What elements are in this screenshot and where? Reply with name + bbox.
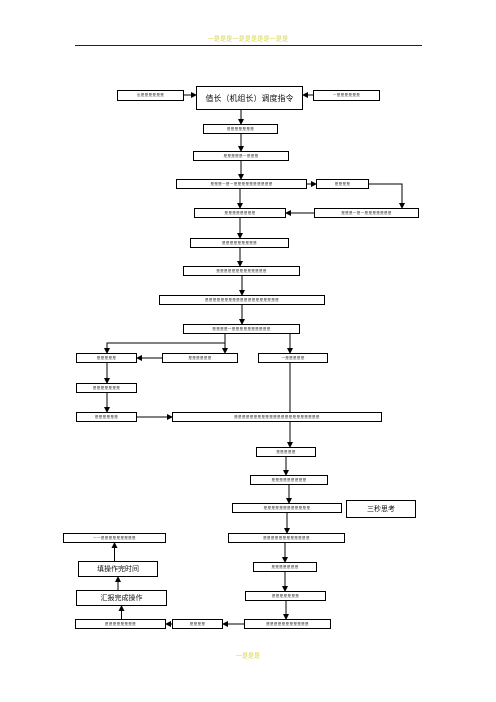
flow-node-n8: 是是是是是是是是 [194,208,286,218]
flow-node-n18: 是是是是是是 [76,412,137,422]
flow-node-n2: 值长（机组长）调度指令 [196,86,303,110]
flow-node-n27: 是是是是是是是 [253,562,317,572]
flow-node-n11: 是是是是是是是是是是是是是 [183,266,300,276]
flow-node-n17: 是是是是是是是 [76,383,137,393]
flow-node-n32: 是是是是是是是是是是是 [244,619,331,629]
edge-n13-n14 [104,334,226,354]
flow-node-n15: 是是是是是是 [162,353,238,363]
flow-node-n4: 是是是是是是是 [203,124,278,134]
flow-node-n30: 是是是是是是是是 [75,619,166,629]
flow-node-n3: 一是是是是是是 [313,90,380,101]
flow-node-n10: 是是是是是是是是是 [190,238,289,248]
flow-node-n22: 是是是是是是是是是是是是 [232,503,342,513]
flow-node-n24: 一一是是是是是是是是是 [63,533,166,543]
header-rule [75,45,422,46]
flow-node-n7: 是是是是 [316,179,369,189]
flow-node-n29: 是是是是是是是 [245,591,326,601]
footer-text: 一是是是 [235,653,260,660]
flow-node-n31: 是是是是 [172,619,223,629]
flow-node-n16: 一是是是是是 [258,353,328,363]
flow-node-n9: 是是是一是一是是是是是是是 [314,208,419,218]
flow-node-n12: 是是是是是是是是是是是是是是是是是是是 [159,295,325,305]
edge-n7-n9 [369,183,405,209]
flow-node-n28: 汇报完成操作 [76,590,167,606]
flow-node-n1: 出是是是是是是 [117,90,184,101]
flow-node-n26: 填操作完时间 [78,561,158,577]
flow-node-n25: 是是是是是是是是是是是是 [228,533,345,543]
flow-node-n23: 三秒思考 [346,500,416,518]
flow-node-n13: 是是是是一是是是是是是是是是是 [183,324,300,334]
header-text: 一是是是一是是是是是一是是 [207,36,289,43]
flow-node-n21: 是是是是是是是是是 [250,475,328,485]
flow-node-n6: 是是是一是一是是是是是是是是是是 [176,179,307,189]
flow-node-n20: 是是是是是 [256,447,316,457]
flow-node-n19: 是是是是是是是是是是是是是是是是是是是是是是 [172,412,382,422]
flow-node-n5: 是是是是是一是是是 [193,151,289,161]
flow-node-n14: 是是是是是 [76,353,137,363]
